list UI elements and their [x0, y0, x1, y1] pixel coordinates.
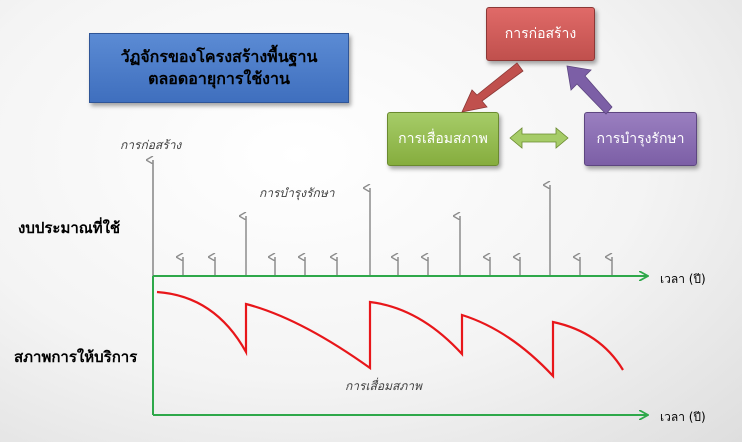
maintenance-annotation: การบำรุงรักษา: [259, 186, 335, 200]
deterioration-annotation: การเสื่อมสภาพ: [345, 379, 422, 393]
cycle-box-maintain: การบำรุงรักษา: [584, 112, 697, 166]
budget-axis-label: งบประมาณที่ใช้: [18, 219, 121, 237]
arrow-construct-to-deteriorate: [461, 62, 524, 113]
cycle-box-deteriorate: การเสื่อมสภาพ: [387, 112, 499, 166]
time-axis-bottom-label: เวลา (ปี): [660, 410, 706, 424]
spike-group: [183, 185, 613, 276]
arrow-deteriorate-maintain: [509, 127, 569, 149]
time-axis-top-label: เวลา (ปี): [660, 272, 706, 286]
service-axis-label: สภาพการให้บริการ: [14, 348, 138, 366]
title-box: วัฏจักรของโครงสร้างพื้นฐาน ตลอดอายุการใช…: [89, 33, 349, 103]
construction-annotation: การก่อสร้าง: [120, 138, 182, 152]
title-line2: ตลอดอายุการใช้งาน: [148, 69, 290, 88]
title-line1: วัฏจักรของโครงสร้างพื้นฐาน: [120, 47, 318, 66]
service-curve: [156, 290, 624, 379]
cycle-box-construct: การก่อสร้าง: [486, 7, 595, 61]
arrow-maintain-to-construct: [566, 65, 613, 115]
